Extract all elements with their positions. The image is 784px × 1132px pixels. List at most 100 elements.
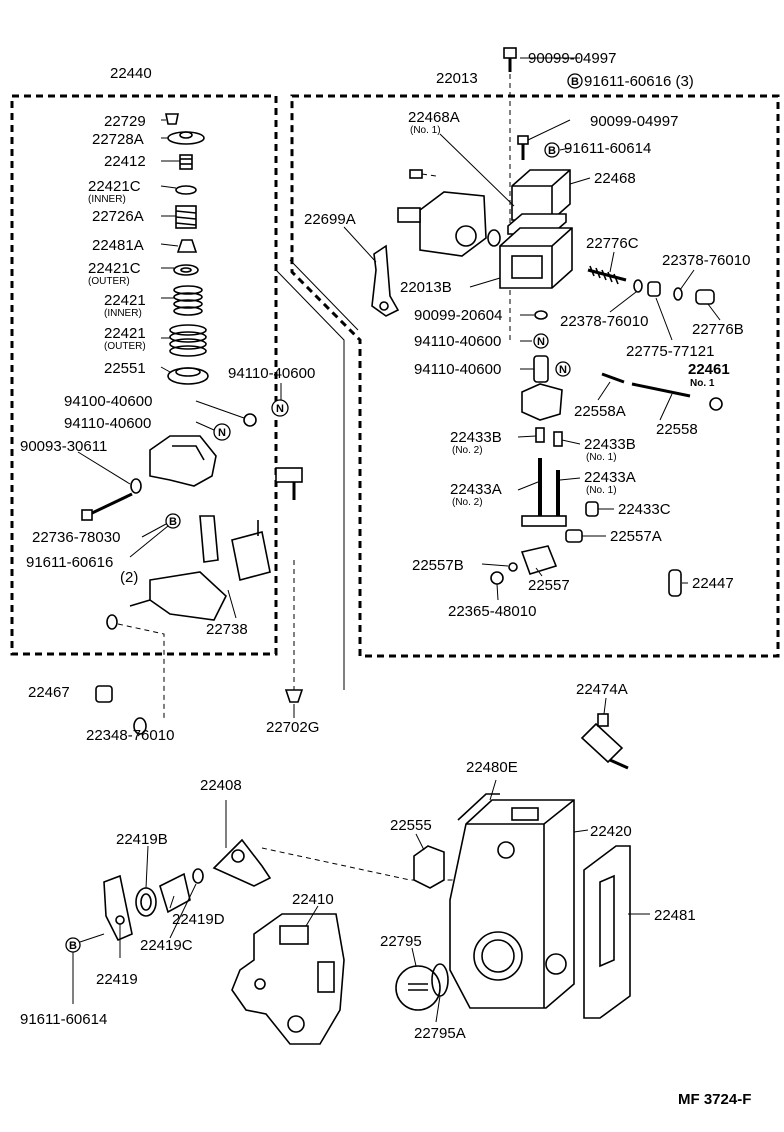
- part-22558A-spring-icon: [601, 372, 625, 384]
- svg-text:N: N: [276, 403, 284, 415]
- label-22013B: 22013B: [400, 279, 452, 296]
- part-94110-40600-nut-d-icon: N: [555, 361, 571, 377]
- part-22461-icon: [709, 397, 723, 411]
- part-94110-40600-nut-c-icon: N: [533, 333, 549, 349]
- label-94110-40600-b: 94110-40600: [64, 415, 151, 432]
- label-22699A: 22699A: [304, 211, 356, 228]
- part-number-labels: 22440 22013 90099-04997 91611-60616 (3) …: [20, 50, 751, 1108]
- part-22729-icon: [165, 113, 179, 125]
- label-22702G: 22702G: [266, 719, 319, 736]
- label-no2-a: (No. 2): [452, 445, 483, 456]
- label-22468A: 22468A: [408, 109, 460, 126]
- part-90099-04997-bolt-icon: [517, 135, 529, 160]
- label-22433C: 22433C: [618, 501, 671, 518]
- label-outer-2: (OUTER): [104, 341, 146, 352]
- part-22776C-spring-icon: [587, 265, 627, 285]
- label-22474A: 22474A: [576, 681, 628, 698]
- part-22738-lever-assembly-icon: [129, 515, 271, 621]
- part-22420-governor-housing-icon: [449, 799, 575, 1009]
- label-22558A: 22558A: [574, 403, 626, 420]
- part-governor-lever-bracket-icon: [149, 435, 217, 487]
- label-94110-40600-a: 94110-40600: [228, 365, 315, 382]
- part-22419-lever-icon: [103, 874, 133, 942]
- label-22481A: 22481A: [92, 237, 144, 254]
- part-22474A-icon: [580, 713, 629, 770]
- svg-text:B: B: [169, 516, 177, 528]
- svg-text:B: B: [69, 940, 77, 952]
- label-90093-30611: 90093-30611: [20, 438, 107, 455]
- label-22557A: 22557A: [610, 528, 662, 545]
- label-22447: 22447: [692, 575, 734, 592]
- label-inner-2: (INNER): [104, 308, 142, 319]
- part-22551-icon: [167, 367, 209, 385]
- part-90093-30611-washer-icon: [130, 478, 142, 494]
- label-no1-a: (No. 1): [410, 125, 441, 136]
- label-94100-40600: 94100-40600: [64, 393, 152, 410]
- label-22419: 22419: [96, 971, 138, 988]
- label-22775-77121: 22775-77121: [626, 343, 714, 360]
- label-qty-2: (2): [120, 569, 138, 586]
- label-94110-40600-c: 94110-40600: [414, 333, 501, 350]
- part-91611-60616-bolt-mark-icon: B: [165, 513, 181, 529]
- label-22348-76010: 22348-76010: [86, 727, 174, 744]
- part-22378-76010-washer-m-icon: [633, 279, 643, 293]
- label-22728A: 22728A: [92, 131, 144, 148]
- label-22365-48010: 22365-48010: [448, 603, 536, 620]
- label-outer-1: (OUTER): [88, 276, 130, 287]
- part-22433B-no1-icon: [553, 431, 563, 447]
- label-22421-outer: 22421: [104, 325, 146, 342]
- label-22557: 22557: [528, 577, 570, 594]
- label-22421C-inner: 22421C: [88, 178, 141, 195]
- label-91611-60614-top: 91611-60614: [564, 140, 651, 157]
- label-91611-60614-bottom: 91611-60614: [20, 1011, 107, 1028]
- label-22378-76010-m: 22378-76010: [560, 313, 648, 330]
- label-22378-76010-r: 22378-76010: [662, 252, 750, 269]
- label-22776C: 22776C: [586, 235, 639, 252]
- part-lever-block-icon: [521, 383, 563, 421]
- label-22419D: 22419D: [172, 911, 225, 928]
- part-22013B-housing-icon: [397, 169, 501, 257]
- label-22421-inner: 22421: [104, 292, 146, 309]
- part-sleeve-icon: [533, 355, 549, 383]
- part-90099-20604-icon: [534, 310, 548, 320]
- label-90099-04997-top: 90099-04997: [528, 50, 616, 67]
- label-91611-60616: 91611-60616: [26, 554, 113, 571]
- part-22557B-icon: [508, 562, 518, 572]
- part-22699A-bracket-icon: [371, 244, 400, 317]
- label-22412: 22412: [104, 153, 146, 170]
- label-22433B-no1: 22433B: [584, 436, 636, 453]
- label-22440: 22440: [110, 65, 152, 82]
- label-22433B-no2: 22433B: [450, 429, 502, 446]
- part-22421-outer-spring-icon: [169, 324, 207, 357]
- label-22738: 22738: [206, 621, 248, 638]
- part-22421C-inner-icon: [175, 185, 197, 195]
- figure-code: MF 3724-F: [678, 1091, 751, 1108]
- part-94100-40600-icon: [243, 413, 257, 427]
- label-22555: 22555: [390, 817, 432, 834]
- part-22481-gasket-icon: [583, 845, 631, 1019]
- part-22378-76010-washer-r-icon: [673, 287, 683, 301]
- label-22408: 22408: [200, 777, 242, 794]
- part-22421C-outer-icon: [173, 264, 199, 276]
- svg-text:N: N: [537, 336, 545, 348]
- label-22795A: 22795A: [414, 1025, 466, 1042]
- part-22419D-spring-icon: [159, 872, 191, 914]
- svg-text:N: N: [559, 364, 567, 376]
- group-frame-22013: [290, 94, 780, 658]
- svg-text:B: B: [548, 145, 556, 157]
- label-22410: 22410: [292, 891, 334, 908]
- part-22795-cap-icon: [395, 965, 441, 1011]
- part-91611-60614-bolt-mark-bottom-icon: B: [65, 937, 81, 953]
- label-90099-04997: 90099-04997: [590, 113, 678, 130]
- part-22775-77121-icon: [647, 281, 661, 297]
- part-22419B-icon: [135, 887, 157, 917]
- part-22702G-icon: [284, 689, 304, 703]
- label-no1-c: (No. 1): [586, 452, 617, 463]
- label-22736-78030: 22736-78030: [32, 529, 120, 546]
- label-22481: 22481: [654, 907, 696, 924]
- label-no1-b: No. 1: [690, 378, 715, 389]
- label-22557B: 22557B: [412, 557, 464, 574]
- part-22736-78030-bolt-icon: [81, 492, 133, 521]
- part-22412-icon: [179, 154, 193, 170]
- part-22408-icon: [212, 838, 272, 887]
